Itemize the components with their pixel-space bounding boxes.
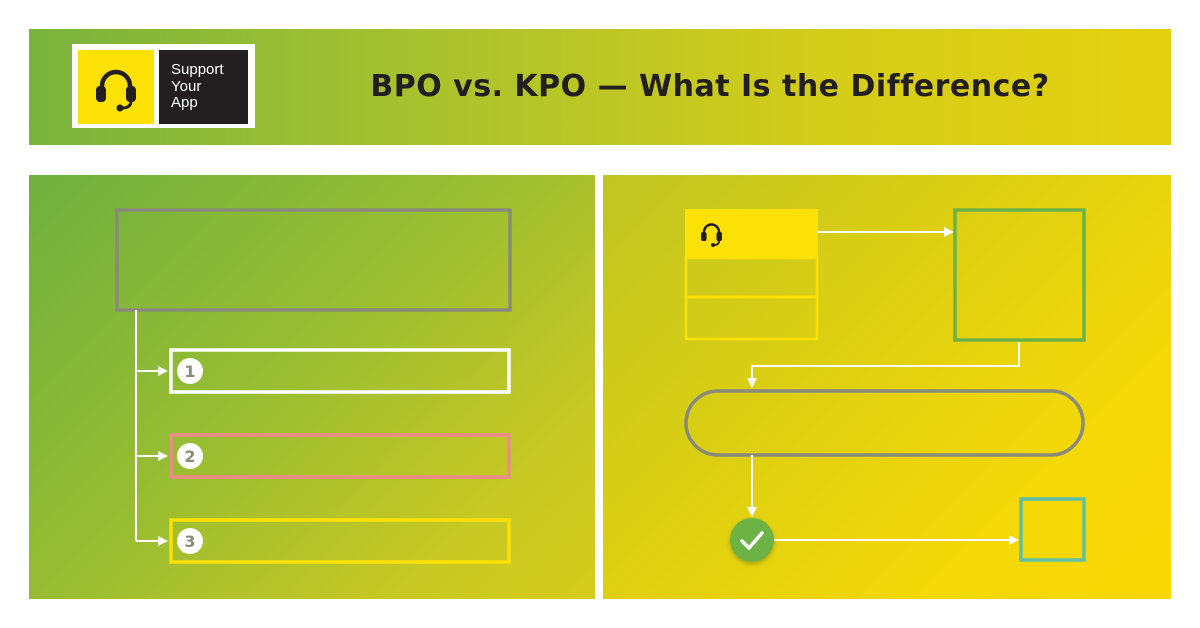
step-box-2 — [169, 433, 511, 479]
process-box — [953, 208, 1086, 342]
step-number-2: 2 — [184, 447, 195, 466]
step-number-1: 1 — [184, 362, 195, 381]
target-box — [1019, 497, 1086, 562]
logo-text-line-1: Support — [171, 61, 224, 78]
step-badge-3 — [177, 528, 203, 554]
step-badge-1 — [177, 358, 203, 384]
step-badge-2 — [177, 443, 203, 469]
step-box-3 — [169, 518, 511, 564]
decision-pill — [684, 389, 1085, 457]
arrow-box-to-pill — [747, 342, 1020, 388]
page-title: BPO vs. KPO — What Is the Difference? — [370, 68, 1050, 104]
left-title-box — [115, 208, 512, 312]
logo-wordmark: Support Your App — [159, 50, 248, 124]
logo-icon-tile — [78, 50, 154, 124]
card-row-2 — [684, 295, 819, 341]
headset-icon — [701, 223, 722, 247]
left-panel-bpo — [29, 175, 595, 599]
logo-text-line-2: Your — [171, 77, 202, 95]
headset-icon — [96, 69, 136, 112]
card-row-1 — [684, 256, 819, 299]
step-box-1 — [169, 348, 511, 394]
card-header — [685, 209, 818, 257]
checkmark-icon — [730, 518, 774, 562]
step-number-3: 3 — [184, 532, 195, 551]
logo-text-line-3: App — [171, 94, 198, 111]
